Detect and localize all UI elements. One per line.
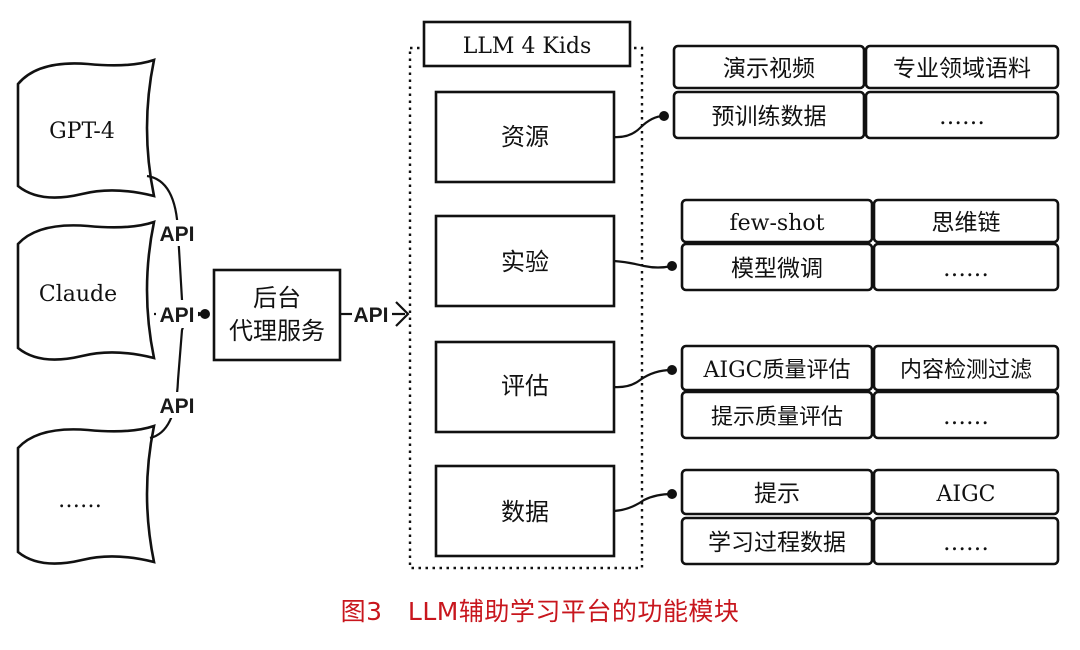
- platform-container: [408, 46, 644, 570]
- grid-resources: 演示视频 专业领域语料 预训练数据 ……: [672, 44, 1060, 140]
- grid-cell: AIGC: [936, 482, 996, 507]
- model-more: ……: [16, 424, 156, 565]
- grid-cell: 预训练数据: [712, 104, 827, 130]
- module-experiment: 实验: [434, 214, 616, 308]
- junction-dot: [200, 309, 210, 319]
- grid-cell: ……: [943, 530, 989, 556]
- grid-cell: 学习过程数据: [708, 530, 846, 556]
- platform-title: LLM 4 Kids: [463, 34, 592, 59]
- proxy-line1: 后台: [253, 284, 301, 312]
- module-evaluation: 评估: [434, 340, 616, 434]
- grid-evaluation: AIGC质量评估 内容检测过滤 提示质量评估 ……: [680, 344, 1060, 440]
- api-label-proxy: API: [353, 304, 388, 327]
- module-resources-label: 资源: [501, 123, 549, 151]
- grid-cell: ……: [943, 256, 989, 282]
- grid-cell: 演示视频: [723, 56, 815, 82]
- module-data-label: 数据: [501, 498, 549, 526]
- arrow-right-icon: [392, 301, 410, 327]
- grid-cell: ……: [943, 404, 989, 430]
- module-evaluation-label: 评估: [501, 372, 549, 400]
- diagram-canvas: GPT-4 Claude …… API API API 后台 代理服务 API …: [16, 20, 1060, 570]
- proxy-service-box: 后台 代理服务: [212, 268, 342, 362]
- grid-cell: 思维链: [932, 210, 1001, 236]
- proxy-line2: 代理服务: [229, 317, 325, 345]
- grid-cell: 专业领域语料: [893, 56, 1031, 82]
- grid-cell: 提示: [754, 481, 800, 507]
- grid-cell: 提示质量评估: [711, 405, 843, 430]
- api-label-more: API: [159, 395, 194, 418]
- grid-cell: ……: [939, 104, 985, 130]
- connector-evaluation: [613, 368, 673, 389]
- connector-resources: [613, 114, 665, 139]
- grid-cell: few-shot: [730, 211, 825, 236]
- grid-cell: 内容检测过滤: [900, 358, 1032, 383]
- model-gpt4-label: GPT-4: [49, 119, 115, 144]
- model-gpt4: GPT-4: [16, 58, 156, 199]
- model-more-label: ……: [58, 488, 102, 513]
- grid-cell: AIGC质量评估: [703, 358, 851, 383]
- figure-number: 图3: [340, 597, 383, 626]
- model-claude: Claude: [16, 220, 156, 361]
- model-claude-label: Claude: [39, 282, 117, 307]
- grid-data: 提示 AIGC 学习过程数据 ……: [680, 468, 1060, 566]
- api-label-gpt4: API: [159, 223, 194, 246]
- grid-experiment: few-shot 思维链 模型微调 ……: [680, 198, 1060, 292]
- api-label-claude: API: [159, 304, 194, 327]
- platform-title-box: LLM 4 Kids: [422, 20, 632, 68]
- connector-data: [613, 492, 673, 513]
- figure-title: LLM辅助学习平台的功能模块: [407, 597, 740, 626]
- connector-more: [149, 312, 205, 440]
- module-experiment-label: 实验: [501, 248, 549, 276]
- module-data: 数据: [434, 464, 616, 558]
- figure-caption: 图3 LLM辅助学习平台的功能模块: [0, 592, 1080, 628]
- module-resources: 资源: [434, 90, 616, 184]
- connector-experiment: [613, 259, 673, 269]
- grid-cell: 模型微调: [731, 256, 823, 282]
